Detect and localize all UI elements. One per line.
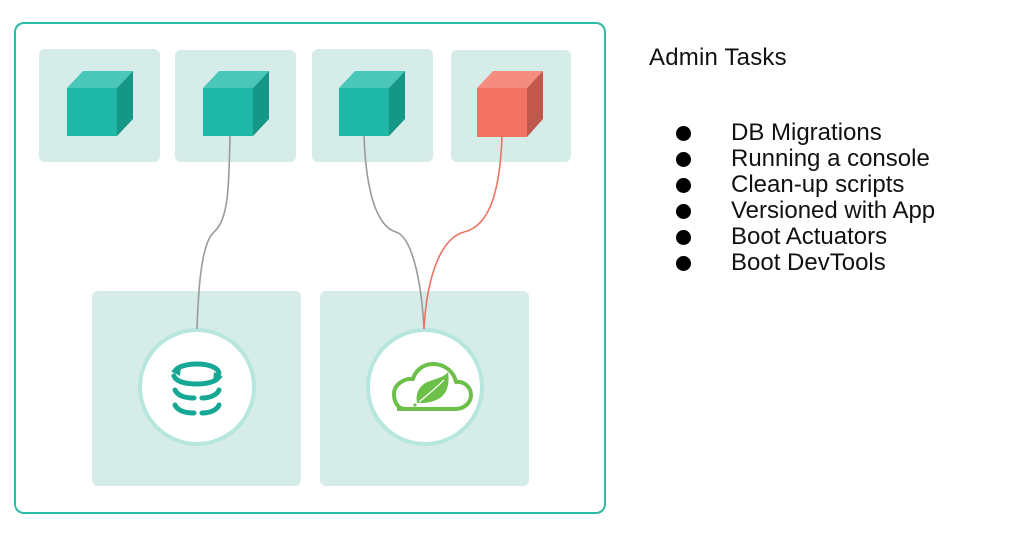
bullet-icon xyxy=(676,152,691,167)
database-node-circle xyxy=(138,328,256,446)
app-instance-panel-2 xyxy=(175,50,296,162)
bullet-icon xyxy=(676,204,691,219)
bullet-icon xyxy=(676,178,691,193)
platform-boundary-frame xyxy=(14,22,606,514)
app-instance-panel-1 xyxy=(39,49,160,162)
app-instance-panel-3 xyxy=(312,49,433,162)
bullet-icon xyxy=(676,256,691,271)
admin-process-panel xyxy=(451,50,571,162)
service-node-circle xyxy=(366,328,484,446)
admin-tasks-title: Admin Tasks xyxy=(649,44,787,71)
bullet-icon xyxy=(676,230,691,245)
bullet-icon xyxy=(676,126,691,141)
